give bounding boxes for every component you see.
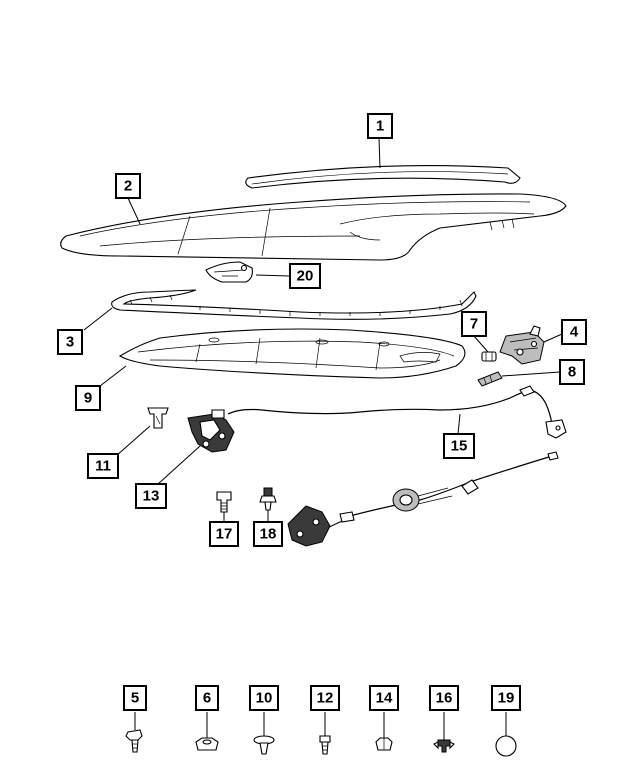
callout-19: 19 — [491, 685, 521, 711]
callout-11-label: 11 — [95, 458, 111, 475]
part-2-hood-panel — [60, 193, 567, 261]
callout-13: 13 — [135, 483, 167, 509]
callout-19-label: 19 — [498, 690, 515, 707]
part-14-nut-icon — [375, 737, 393, 751]
callout-15: 15 — [443, 433, 475, 459]
part-13-hood-latch — [187, 409, 235, 453]
callout-2: 2 — [115, 173, 141, 199]
callout-9-label: 9 — [84, 390, 92, 407]
callout-4: 4 — [561, 319, 587, 345]
callout-8-label: 8 — [568, 364, 576, 381]
callout-3: 3 — [57, 329, 83, 355]
callout-6-label: 6 — [203, 690, 211, 707]
callout-7-label: 7 — [470, 316, 478, 333]
part-12-screw-icon — [319, 735, 331, 755]
part-17-bolt — [216, 491, 232, 513]
callout-1: 1 — [367, 113, 393, 139]
callout-16: 16 — [429, 685, 459, 711]
callout-15-label: 15 — [451, 438, 468, 455]
part-release-handle-assembly — [287, 451, 559, 547]
callout-18-label: 18 — [260, 526, 277, 543]
callout-5-label: 5 — [131, 690, 139, 707]
part-9-hood-insulator — [118, 328, 466, 379]
callout-8: 8 — [559, 359, 585, 385]
callout-1-label: 1 — [376, 118, 384, 135]
callout-20-label: 20 — [297, 268, 314, 285]
part-10-push-pin-icon — [253, 735, 275, 755]
callout-20: 20 — [289, 263, 321, 289]
callout-2-label: 2 — [124, 178, 132, 195]
callout-13-label: 13 — [143, 488, 160, 505]
part-11-clip — [147, 407, 169, 429]
part-7-bumper — [481, 351, 497, 362]
part-4-hood-hinge — [499, 325, 545, 365]
callout-14: 14 — [369, 685, 399, 711]
part-16-clip-icon — [433, 739, 455, 753]
callout-14-label: 14 — [376, 690, 393, 707]
callout-7: 7 — [461, 311, 487, 337]
part-15-release-cable — [227, 385, 567, 439]
callout-10-label: 10 — [256, 690, 273, 707]
part-8-prop-rod — [477, 371, 503, 387]
callout-10: 10 — [249, 685, 279, 711]
callout-18: 18 — [253, 521, 283, 547]
leader-lines — [83, 137, 563, 740]
callout-17-label: 17 — [216, 526, 233, 543]
callout-5: 5 — [123, 685, 147, 711]
part-1-hood-molding — [245, 164, 521, 189]
part-20-hood-bracket — [205, 261, 253, 283]
callout-9: 9 — [75, 385, 101, 411]
part-6-nut-icon — [195, 737, 219, 751]
part-19-plug-icon — [495, 735, 517, 757]
callout-16-label: 16 — [436, 690, 453, 707]
part-18-nut-bolt — [259, 487, 277, 511]
part-5-bolt-icon — [125, 729, 143, 753]
callout-12-label: 12 — [317, 690, 334, 707]
callout-4-label: 4 — [570, 324, 579, 341]
callout-11: 11 — [87, 453, 119, 479]
callout-12: 12 — [310, 685, 340, 711]
callout-6: 6 — [195, 685, 219, 711]
callout-3-label: 3 — [66, 334, 74, 351]
part-3-weatherstrip — [111, 289, 477, 320]
callout-17: 17 — [209, 521, 239, 547]
